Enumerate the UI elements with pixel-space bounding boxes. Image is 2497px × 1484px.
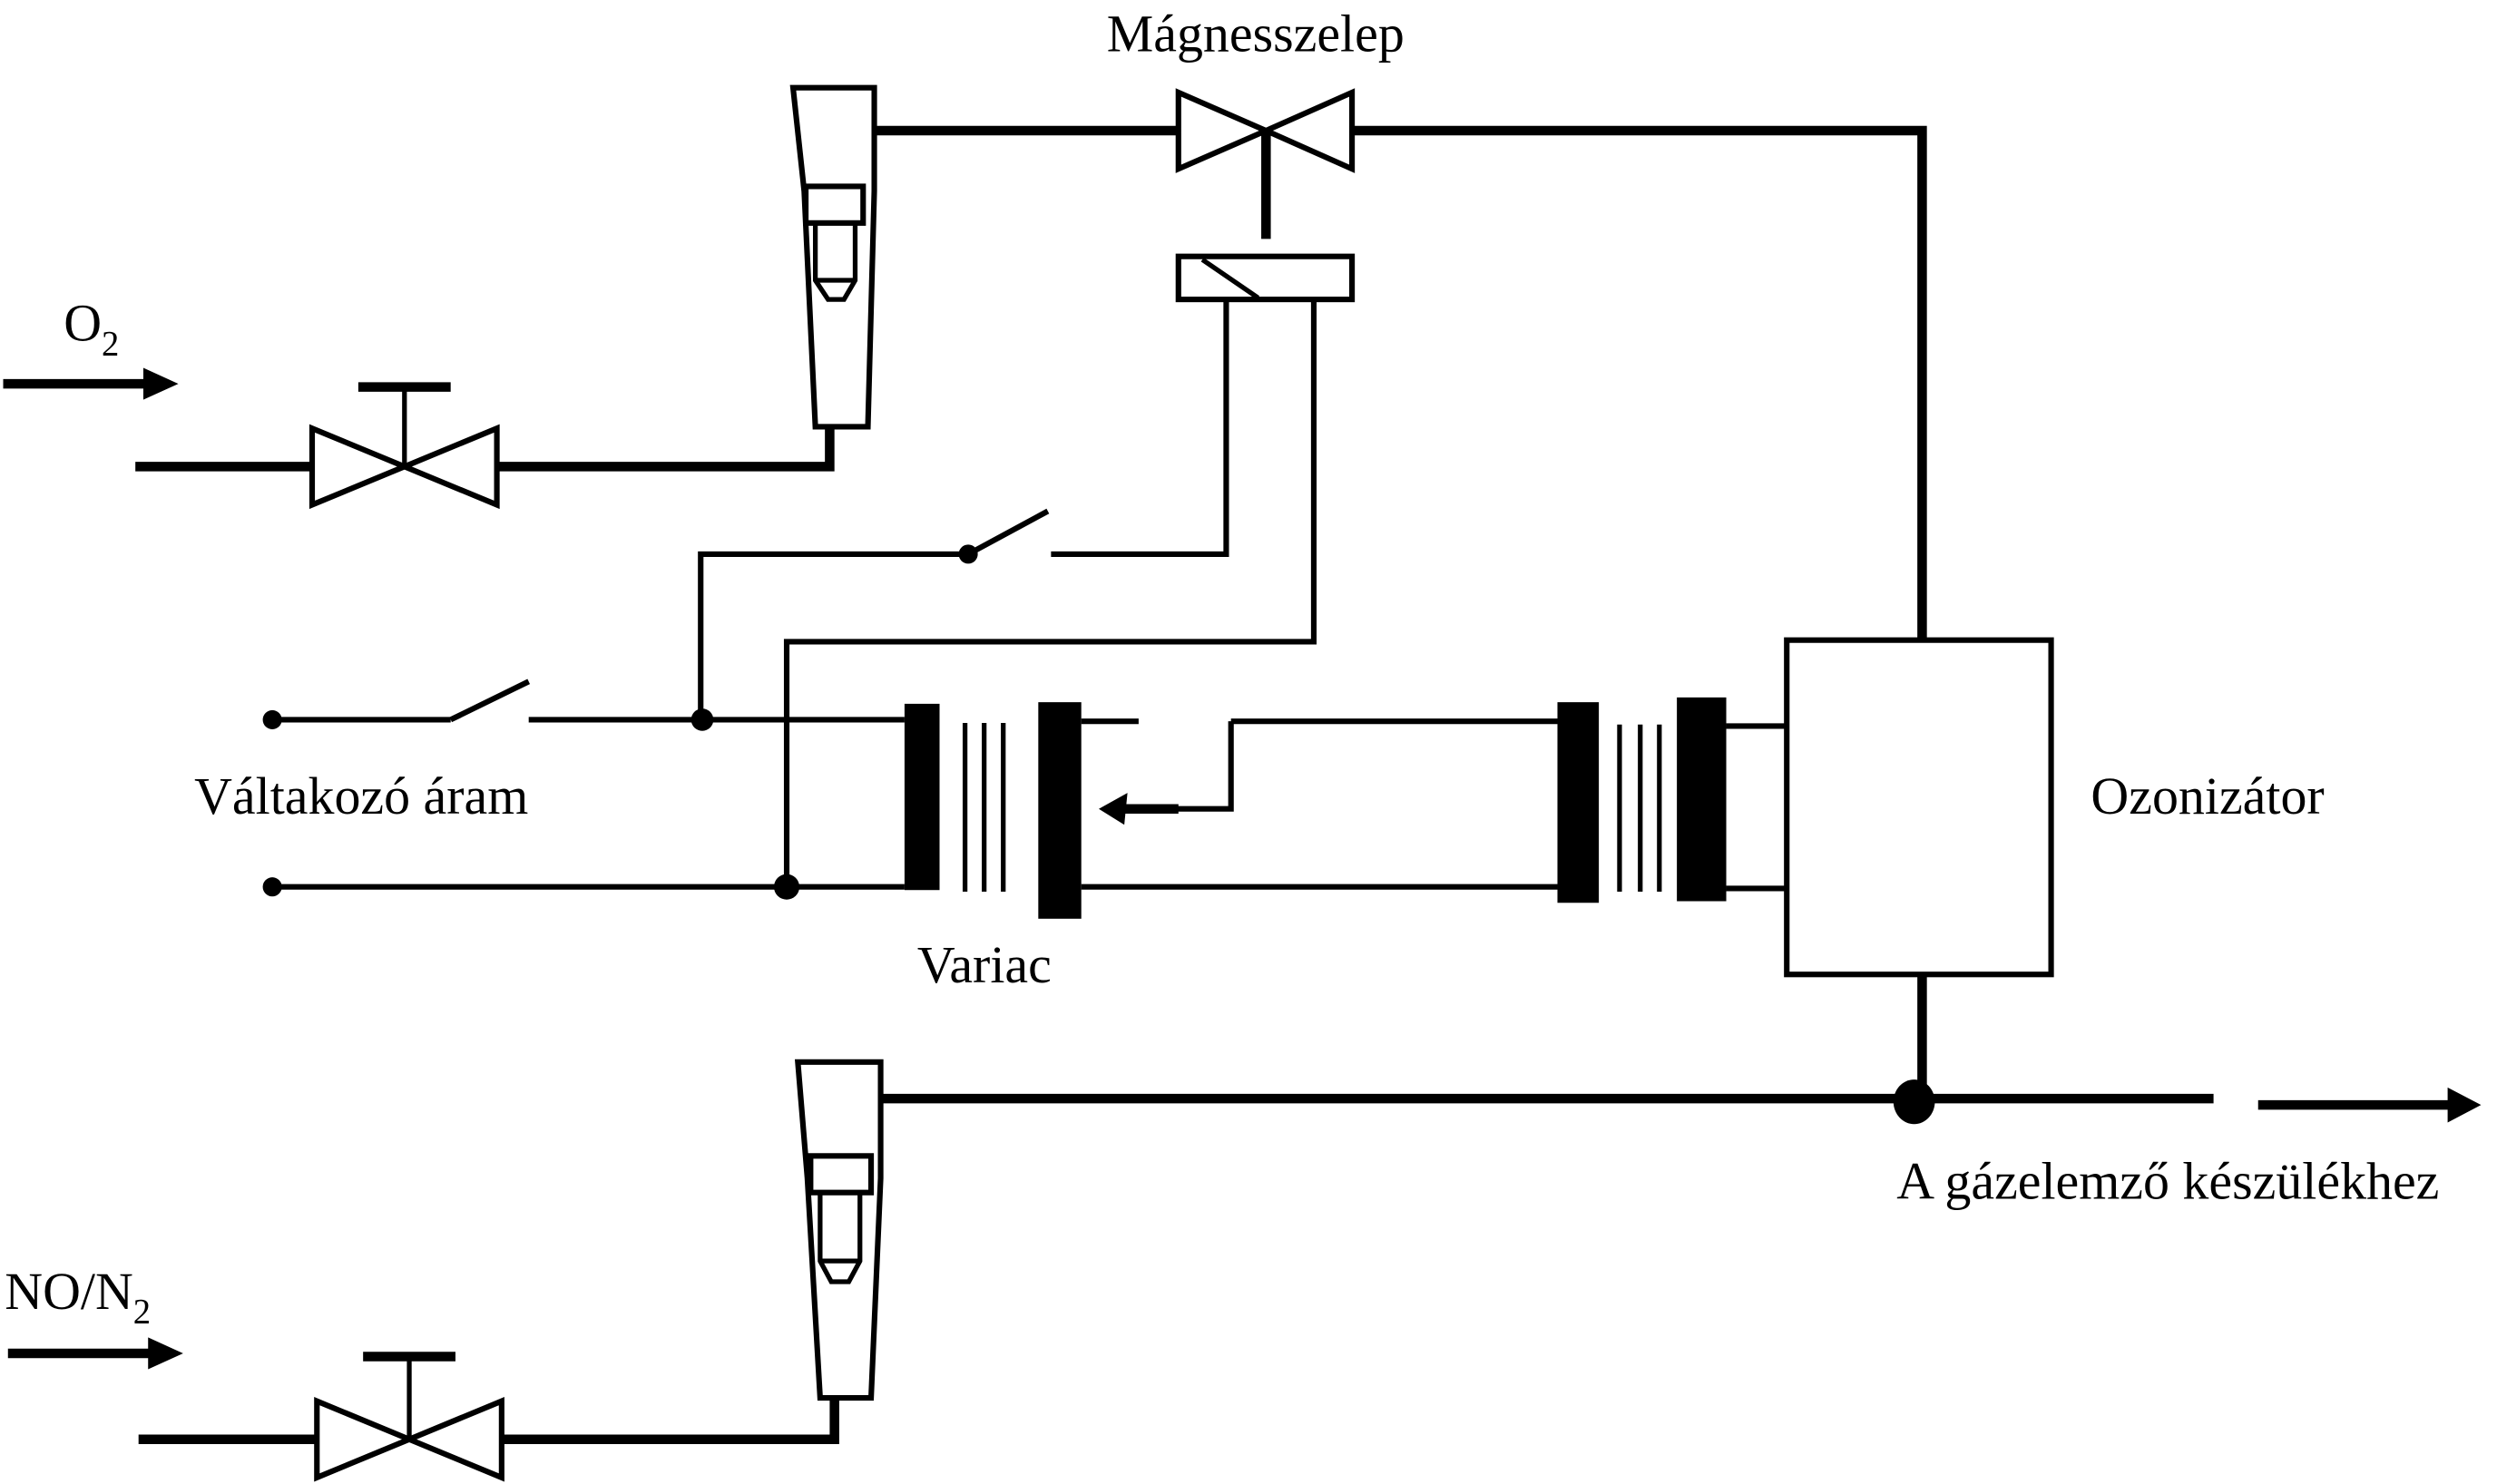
no-needle-valve[interactable] — [314, 1352, 504, 1482]
o2-flowmeter-float-cap — [803, 183, 867, 226]
main-switch[interactable] — [449, 679, 531, 723]
solenoid-valve-label: Mágnesszelep — [1107, 4, 1405, 63]
ac-power-label: Váltakozó áram — [194, 766, 528, 825]
variac[interactable] — [904, 702, 1139, 919]
junction-dot-bottom — [773, 874, 800, 900]
o2-label: O2 — [64, 294, 119, 364]
coil-wire-b — [783, 299, 1317, 887]
no-n2-label: NO/N2 — [5, 1262, 151, 1332]
no-pipe-to-flowmeter — [501, 1398, 839, 1444]
no-inlet-arrow — [7, 1337, 183, 1370]
solenoid-valve[interactable] — [1175, 88, 1356, 239]
gas-analyzer-label: A gázelemző készülékhez — [1896, 1152, 2439, 1211]
o2-inlet-arrow — [3, 367, 179, 400]
variac-label: Variac — [917, 935, 1052, 994]
ozonizer-label: Ozonizátor — [2091, 766, 2324, 825]
variac-wiper-arrow[interactable] — [1099, 721, 1234, 825]
ozonizer[interactable] — [1784, 637, 2054, 978]
junction-dot-top — [690, 708, 714, 731]
hv-transformer — [1557, 697, 1727, 903]
o2-pipe-to-ozonizer — [1352, 125, 1927, 640]
o2-flowmeter-float — [812, 222, 858, 302]
no-flowmeter — [794, 1059, 884, 1401]
o2-pipe-to-flowmeter — [496, 423, 835, 472]
mixing-junction — [1893, 1079, 1935, 1125]
solenoid-switch[interactable] — [958, 508, 1050, 564]
outlet-arrow — [2257, 1087, 2482, 1123]
switch-wire — [698, 551, 969, 720]
coil-wire-a — [1051, 299, 1229, 557]
no-flowmeter-float-cap — [808, 1153, 875, 1196]
no-flowmeter-float — [818, 1192, 863, 1284]
solenoid-coil — [1175, 253, 1356, 303]
o2-flowmeter — [789, 84, 877, 430]
o2-needle-valve[interactable] — [308, 382, 500, 510]
